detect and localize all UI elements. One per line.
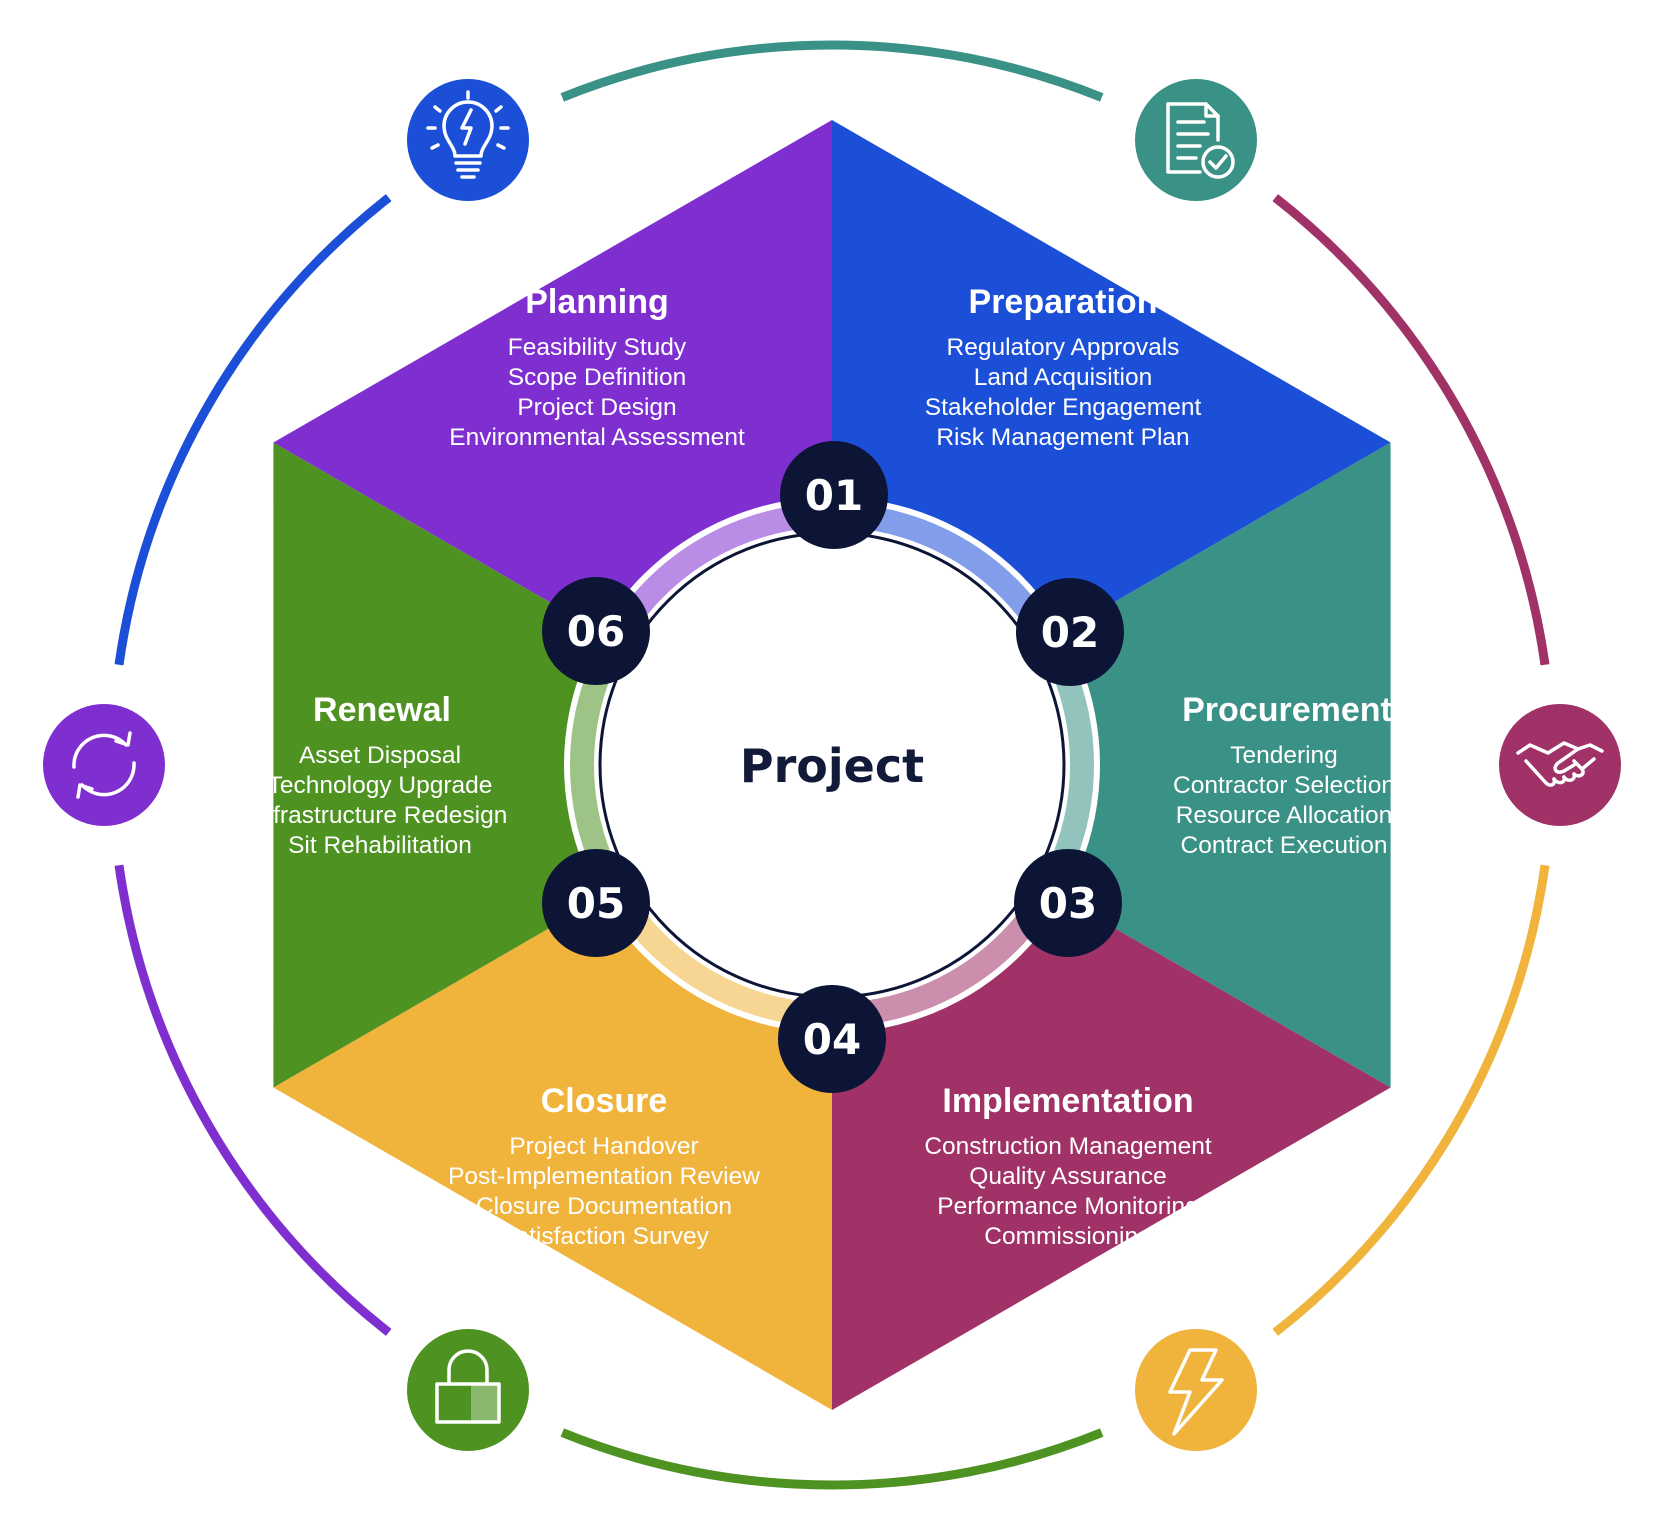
- phase-item: Stakeholder Engagement: [925, 394, 1202, 421]
- phase-segment-closure: [273, 442, 833, 1088]
- phase-number-badge: 04: [778, 985, 886, 1093]
- phase-number: 03: [1039, 879, 1097, 928]
- outer-ring-arc: [114, 194, 392, 666]
- phase-renewal-text: Renewal Asset Disposal Technology Upgrad…: [253, 691, 508, 859]
- phase-implementation-text: Implementation Construction Management Q…: [924, 1082, 1212, 1250]
- phase-item: Risk Management Plan: [936, 424, 1189, 451]
- badge-circle: [1014, 849, 1122, 957]
- phase-title: Renewal: [313, 691, 451, 729]
- phase-item: Environmental Assessment: [449, 424, 745, 451]
- badge-circle: [778, 985, 886, 1093]
- phase-item: Project Design: [517, 394, 676, 421]
- phase-title: Closure: [541, 1082, 668, 1120]
- phase-number: 06: [567, 607, 625, 656]
- phase-number-badge: 02: [1016, 578, 1124, 686]
- outer-ring: [114, 40, 1550, 1490]
- phase-number: 02: [1041, 608, 1099, 657]
- phase-number-badge: 03: [1014, 849, 1122, 957]
- phase-item: Satisfaction Survey: [499, 1223, 709, 1250]
- phase-item: Technology Upgrade: [268, 772, 493, 799]
- phase-item: Quality Assurance: [969, 1163, 1166, 1190]
- document-check-icon: [1135, 79, 1257, 201]
- center-label: Project: [740, 739, 924, 793]
- phase-item: Asset Disposal: [299, 742, 461, 769]
- badge-circle: [542, 849, 650, 957]
- phase-item: Feasibility Study: [508, 334, 687, 361]
- phase-item: Post-Implementation Review: [448, 1163, 760, 1190]
- phase-number-badge: 06: [542, 577, 650, 685]
- phase-item: Commissioning: [984, 1223, 1151, 1250]
- phase-number: 04: [803, 1015, 861, 1064]
- phase-title: Procurement: [1182, 691, 1392, 729]
- phase-item: Construction Management: [924, 1133, 1212, 1160]
- icon-circle: [1135, 79, 1257, 201]
- lightning-icon: [1135, 1329, 1257, 1451]
- phase-item: Regulatory Approvals: [947, 334, 1180, 361]
- phase-item: Infrastructure Redesign: [253, 802, 508, 829]
- phase-item: Land Acquisition: [974, 364, 1152, 391]
- phase-item: Performance Monitoring: [937, 1193, 1198, 1220]
- icon-circle: [407, 1329, 529, 1451]
- phase-item: Tendering: [1230, 742, 1338, 769]
- phase-title: Preparation: [969, 283, 1158, 321]
- phase-closure-text: Closure Project Handover Post-Implementa…: [448, 1082, 760, 1250]
- outer-ring-arc: [560, 40, 1104, 102]
- phase-item: Contract Execution: [1181, 832, 1388, 859]
- outer-ring-arc: [1272, 194, 1550, 666]
- phase-number: 01: [805, 471, 863, 520]
- phase-preparation-text: Preparation Regulatory Approvals Land Ac…: [925, 283, 1202, 451]
- phase-item: Sit Rehabilitation: [288, 832, 472, 859]
- icon-circle: [1135, 1329, 1257, 1451]
- outer-ring-arc: [560, 1428, 1104, 1490]
- phase-item: Project Handover: [509, 1133, 698, 1160]
- handshake-icon: [1499, 704, 1621, 826]
- phase-item: Closure Documentation: [476, 1193, 732, 1220]
- phase-title: Implementation: [942, 1082, 1193, 1120]
- badge-circle: [1016, 578, 1124, 686]
- badge-circle: [542, 577, 650, 685]
- refresh-icon: [43, 704, 165, 826]
- outer-icons: [43, 79, 1621, 1451]
- phase-number-badge: 05: [542, 849, 650, 957]
- phase-title: Planning: [525, 283, 669, 321]
- phase-procurement-text: Procurement Tendering Contractor Selecti…: [1173, 691, 1395, 859]
- phase-number-badge: 01: [780, 441, 888, 549]
- phase-item: Resource Allocation: [1176, 802, 1393, 829]
- phase-item: Scope Definition: [508, 364, 686, 391]
- outer-ring-arc: [1272, 864, 1550, 1336]
- phase-number: 05: [567, 879, 625, 928]
- phase-item: Contractor Selection: [1173, 772, 1395, 799]
- number-badges: 01 02 03 04 05 06: [542, 441, 1124, 1093]
- lock-icon: [407, 1329, 529, 1451]
- lightbulb-icon: [407, 79, 529, 201]
- phase-segment-preparation: [832, 442, 1391, 1088]
- icon-circle: [43, 704, 165, 826]
- icon-circle: [1499, 704, 1621, 826]
- badge-circle: [780, 441, 888, 549]
- phase-planning-text: Planning Feasibility Study Scope Definit…: [449, 283, 745, 451]
- phase-texts: Planning Feasibility Study Scope Definit…: [253, 283, 1395, 1250]
- outer-ring-arc: [114, 864, 392, 1336]
